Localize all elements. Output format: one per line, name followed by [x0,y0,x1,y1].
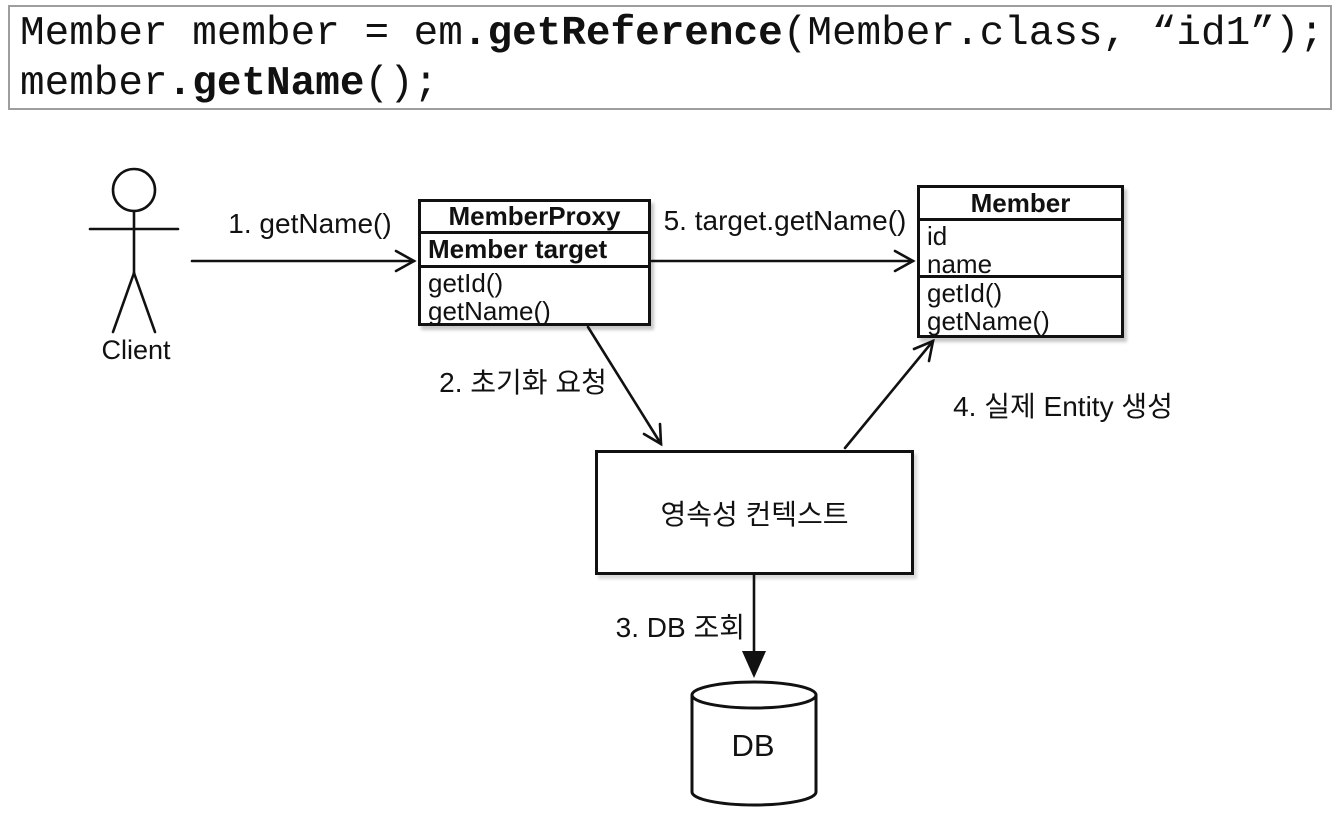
code-line1: Member member = em.getReference(Member.c… [20,11,1324,57]
step1-label: 1. getName() [228,208,392,239]
code-line2-pre: member [20,61,168,107]
step4-label: 4. 실제 Entity 생성 [953,391,1173,422]
member-field-id: id [927,221,948,251]
member-title: Member [920,188,1121,221]
member-method-getid: getId() [927,278,1003,308]
memberproxy-field-section: Member target [421,234,648,268]
memberproxy-method-getname: getName() [428,296,551,326]
memberproxy-title: MemberProxy [421,201,648,234]
member-methods-section: getId() getName() [920,278,1121,335]
code-line2-post: (); [364,61,439,107]
code-block: Member member = em.getReference(Member.c… [8,5,1332,110]
memberproxy-method-getid: getId() [428,268,504,298]
code-line2-bold: .getName [167,61,365,107]
code-line1-pre: Member member = em [20,11,463,57]
step2-label: 2. 초기화 요청 [439,367,607,398]
member-method-getname: getName() [927,306,1050,336]
member-field-name: name [927,249,993,279]
code-line2: member.getName(); [20,61,438,107]
code-line1-bold: .getReference [462,11,783,57]
db-label: DB [731,728,775,763]
memberproxy-methods-section: getId() getName() [421,268,648,325]
code-line1-post: (Member.class, “id1”); [782,11,1325,57]
memberproxy-class-box: MemberProxy Member target getId() getNam… [418,199,651,326]
step5-label: 5. target.getName() [663,205,907,236]
client-label: Client [101,335,171,365]
persistence-context-box: 영속성 컨텍스트 [595,450,914,575]
step3-label: 3. DB 조회 [615,612,745,643]
member-fields-section: id name [920,221,1121,278]
persistence-context-label: 영속성 컨텍스트 [660,498,849,530]
member-class-box: Member id name getId() getName() [917,185,1124,338]
memberproxy-field-target: Member target [428,234,608,264]
